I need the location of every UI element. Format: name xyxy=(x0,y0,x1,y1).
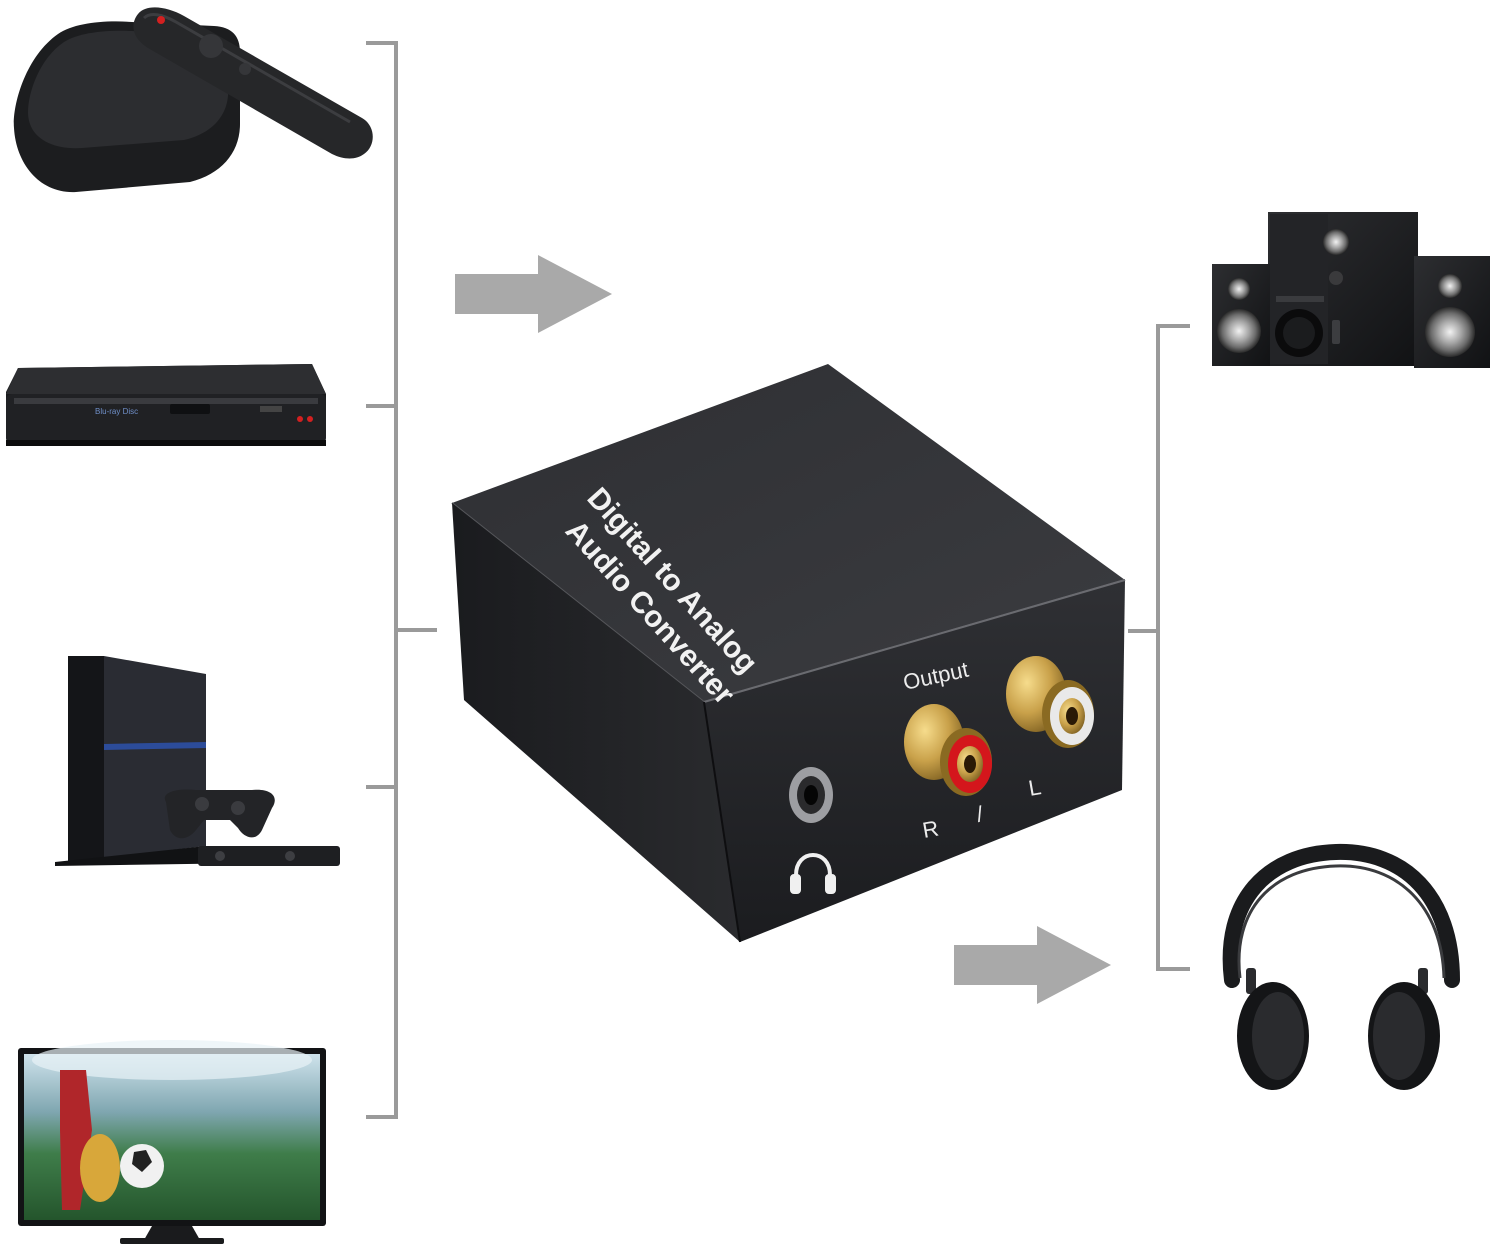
output-bracket xyxy=(1128,324,1190,971)
jack-label-right: R xyxy=(921,816,941,843)
blu-ray-player-icon: Blu-ray Disc xyxy=(6,364,326,446)
output-arrow-icon xyxy=(954,926,1111,1004)
rca-right-jack xyxy=(904,704,992,796)
converter-device: Digital to Analog Audio Converter Output xyxy=(451,364,1126,943)
rca-left-jack xyxy=(1006,656,1094,748)
svg-text:Blu-ray Disc: Blu-ray Disc xyxy=(95,407,138,416)
input-bracket xyxy=(366,41,437,1119)
jack-label-separator: / xyxy=(975,801,986,827)
tv-box-with-remote-icon xyxy=(13,7,373,193)
television-icon xyxy=(18,1040,326,1244)
game-console-with-controller-icon xyxy=(55,656,340,866)
headphone-symbol-icon xyxy=(790,852,836,894)
headphone-jack xyxy=(789,767,833,823)
input-arrow-icon xyxy=(455,255,612,333)
speaker-system-icon xyxy=(1212,212,1490,368)
jack-label-left: L xyxy=(1027,774,1043,801)
headphones-icon xyxy=(1222,843,1460,1090)
